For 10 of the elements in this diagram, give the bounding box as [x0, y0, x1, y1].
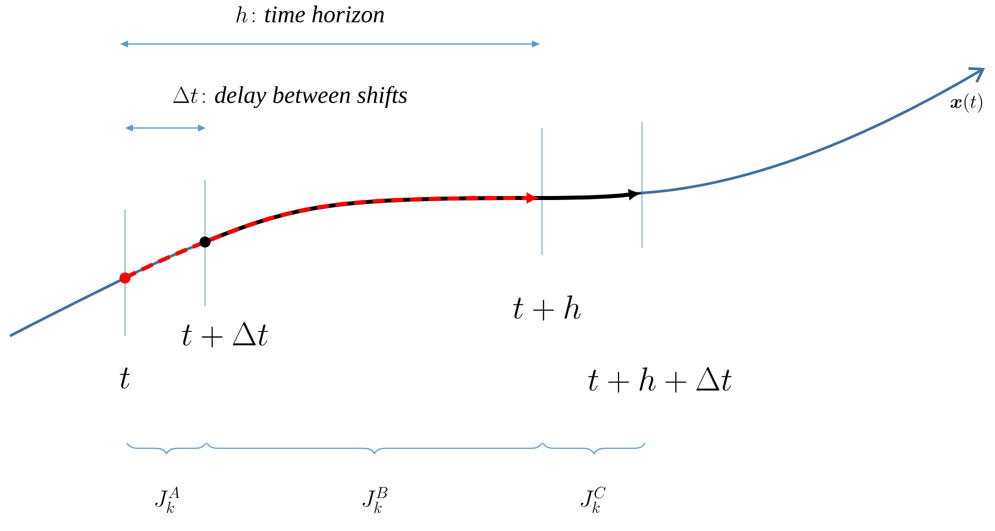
math-label: $J_k^A$: [155, 486, 180, 514]
math-label: $\boldsymbol{x}(t)$: [950, 93, 982, 113]
math-label: $J_k^C$: [581, 486, 606, 514]
math-label: $t + h + \Delta t$: [588, 367, 732, 393]
math-label: $\Delta t\colon \mathit{delay\ between\ shifts}$: [173, 86, 407, 108]
math-label: $t + h$: [513, 295, 581, 321]
math-label: $J_k^B$: [362, 487, 388, 514]
math-label: $h\colon \mathit{time\ horizon}$: [236, 6, 384, 22]
math-label: $t + \Delta t$: [182, 322, 268, 348]
math-label: $t$: [120, 367, 130, 389]
